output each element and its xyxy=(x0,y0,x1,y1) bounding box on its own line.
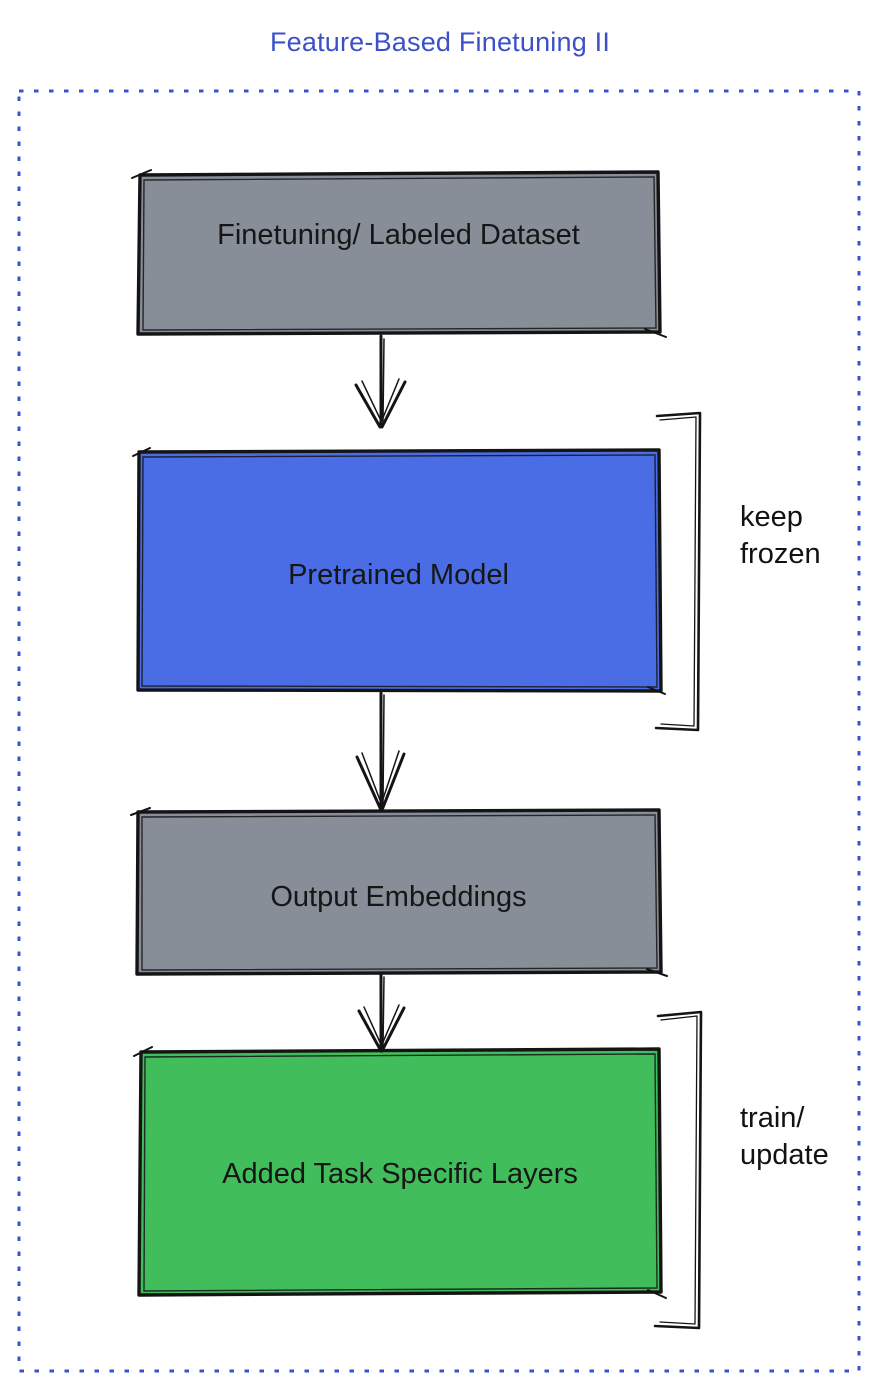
node-label-pretrained-model: Pretrained Model xyxy=(288,559,509,591)
dotted-frame xyxy=(17,89,861,1373)
node-box-finetuning-dataset xyxy=(131,169,667,338)
node-label-finetuning-dataset: Finetuning/ Labeled Dataset xyxy=(217,219,580,251)
bracket-right-icon xyxy=(653,1010,703,1330)
arrow-down-icon xyxy=(354,334,407,429)
node-label-output-embeddings: Output Embeddings xyxy=(270,881,527,913)
diagram-title: Feature-Based Finetuning II xyxy=(269,27,611,57)
annotation-keep-frozen: keep frozen xyxy=(740,499,821,573)
annotation-line: frozen xyxy=(740,538,821,570)
bracket-right-icon xyxy=(654,411,702,732)
annotation-line: train/ xyxy=(740,1102,805,1134)
arrow-down-icon xyxy=(357,973,406,1053)
node-label-task-specific-layers: Added Task Specific Layers xyxy=(222,1158,578,1190)
annotation-line: update xyxy=(740,1139,829,1171)
annotation-line: keep xyxy=(740,501,803,533)
node-box-output-embeddings xyxy=(130,807,668,977)
annotation-train-update: train/ update xyxy=(740,1100,829,1174)
node-box-pretrained-model xyxy=(132,447,666,695)
node-box-task-specific-layers xyxy=(133,1046,667,1299)
arrow-down-icon xyxy=(355,691,406,812)
